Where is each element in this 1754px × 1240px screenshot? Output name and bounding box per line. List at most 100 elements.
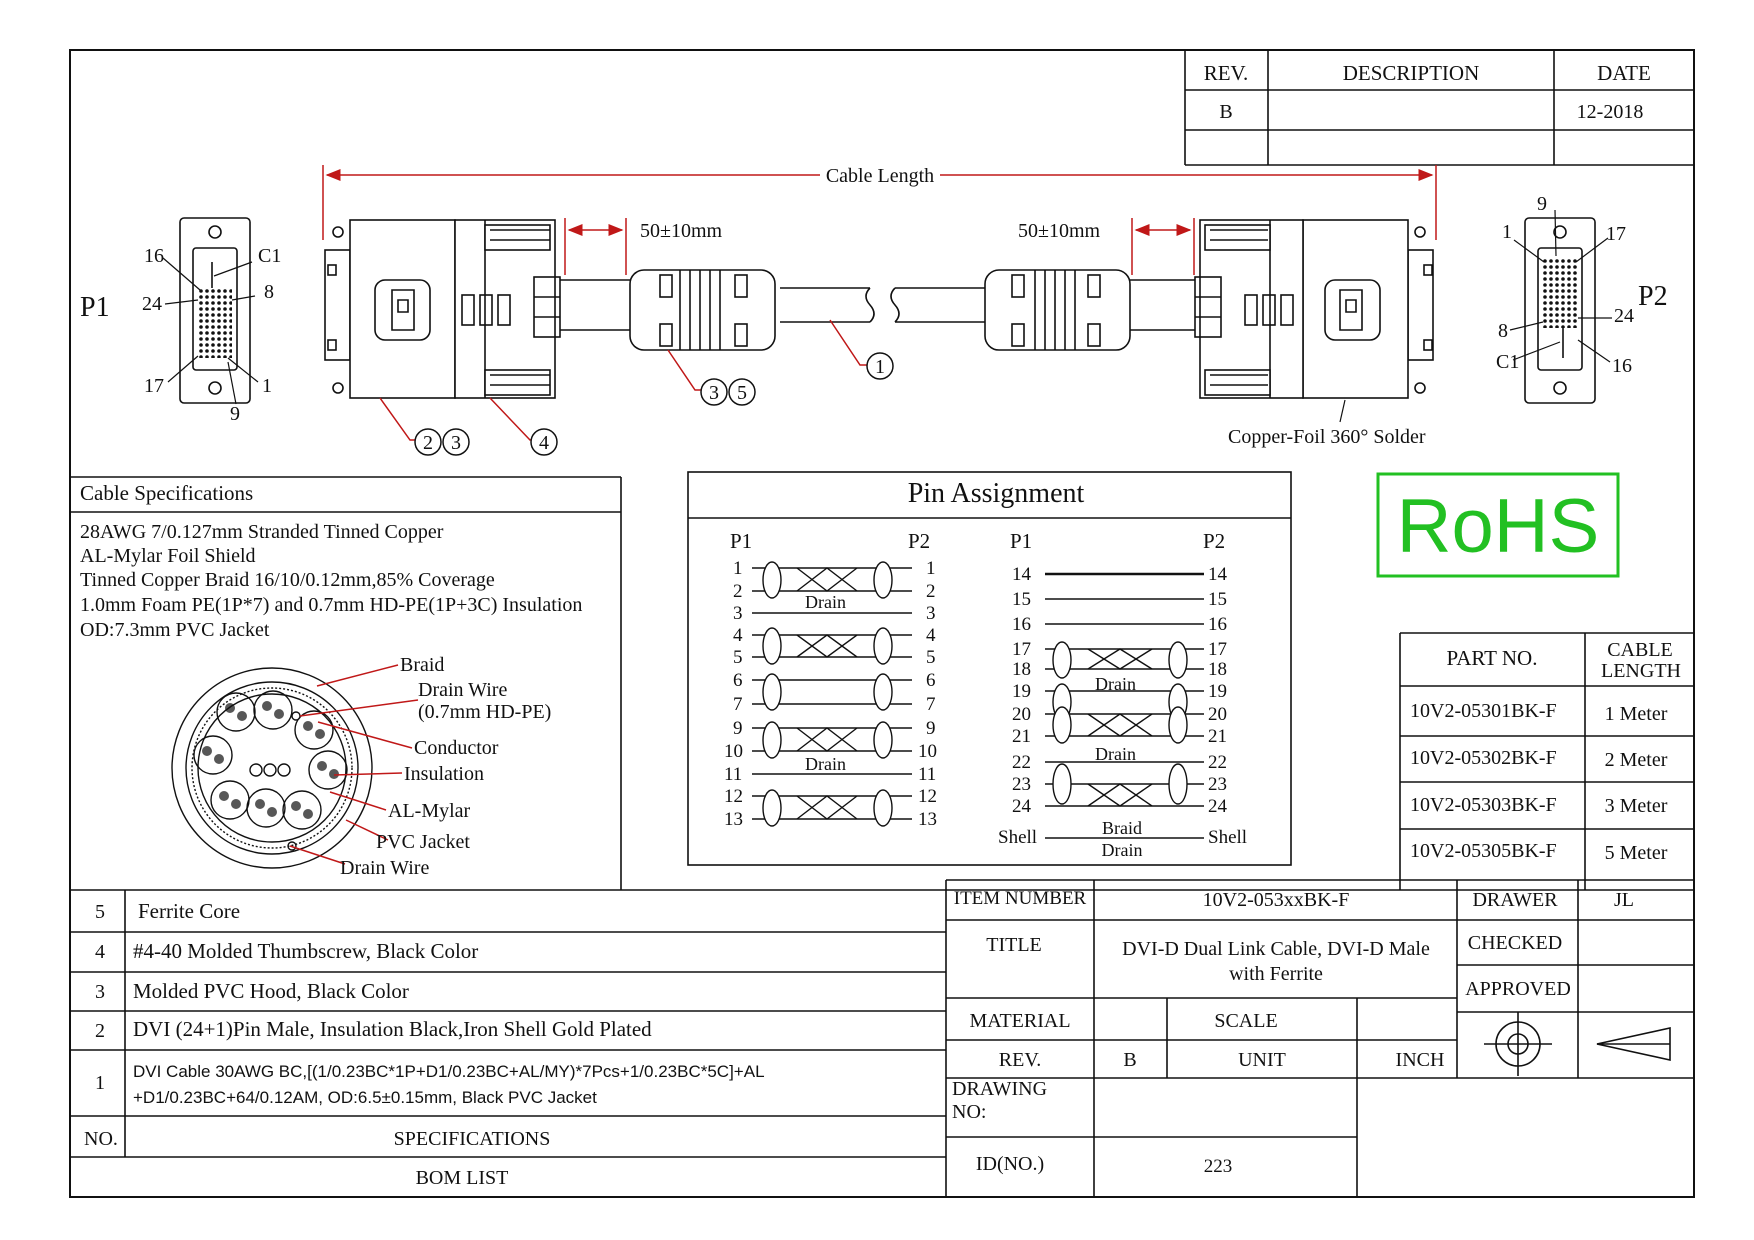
material-label: MATERIAL: [969, 1010, 1070, 1032]
bom-row-2-no: 2: [95, 1020, 105, 1042]
date-header: DATE: [1597, 61, 1651, 85]
pa-l-p1-pin-13: 13: [724, 809, 743, 830]
pa-shell-left: Shell: [998, 827, 1037, 848]
pa-l-p2-pin-13: 13: [918, 809, 937, 830]
pa-left-drain-2: Drain: [805, 754, 846, 774]
pa-r-p1-pin-24: 24: [1012, 796, 1032, 817]
bom-header-no: NO.: [84, 1128, 118, 1150]
pa-l-p2-pin-10: 10: [918, 741, 937, 762]
p1-pin-c1: C1: [258, 245, 281, 267]
pa-r-p1-pin-14: 14: [1012, 564, 1032, 585]
cable-spec-line-4: 1.0mm Foam PE(1P*7) and 0.7mm HD-PE(1P+3…: [80, 594, 582, 616]
p1-pin-17: 17: [144, 375, 164, 397]
pa-l-p2-pin-9: 9: [926, 718, 936, 739]
ferrite-core-left: [629, 269, 776, 351]
pa-left-p1: P1: [730, 529, 752, 553]
drawer-label: DRAWER: [1472, 889, 1558, 911]
rev-value: B: [1219, 101, 1232, 123]
projection-symbol-icon: [1484, 1012, 1671, 1076]
date-value: 12-2018: [1577, 101, 1644, 123]
bom-row-2-spec: DVI (24+1)Pin Male, Insulation Black,Iro…: [133, 1017, 652, 1041]
cable-cross-section-conductors: [202, 701, 339, 819]
pa-r-p2-pin-22: 22: [1208, 752, 1227, 773]
cable-cross-section: [171, 667, 373, 869]
cable-spec-line-3: Tinned Copper Braid 16/10/0.12mm,85% Cov…: [80, 569, 495, 591]
callout-4: 4: [539, 432, 549, 454]
bom-header-spec: SPECIFICATIONS: [394, 1128, 551, 1150]
pa-r-p2-pin-15: 15: [1208, 589, 1227, 610]
pa-l-p1-pin-11: 11: [724, 764, 742, 785]
bom-footer: BOM LIST: [416, 1167, 509, 1189]
bom-row-3-spec: Molded PVC Hood, Black Color: [133, 979, 409, 1003]
p1-pin-9: 9: [230, 403, 240, 425]
part-table-grid: [1399, 632, 1694, 890]
cable-spec-line-2: AL-Mylar Foil Shield: [80, 545, 256, 567]
approved-label: APPROVED: [1465, 978, 1571, 1000]
pa-l-p1-pin-6: 6: [733, 670, 743, 691]
bom-row-1-spec-line2: +D1/0.23BC+64/0.12AM, OD:6.5±0.15mm, Bla…: [133, 1088, 597, 1107]
p2-pin-8: 8: [1498, 320, 1508, 342]
p2-label: P2: [1638, 281, 1668, 312]
connector-p2-side-view: [1194, 219, 1434, 399]
pa-r-p1-pin-21: 21: [1012, 726, 1031, 747]
part-no-header: PART NO.: [1447, 646, 1538, 670]
pa-left-drain-1: Drain: [805, 592, 846, 612]
pa-r-p1-pin-16: 16: [1012, 614, 1031, 635]
bom-row-4-no: 4: [95, 941, 105, 963]
bom-row-5-spec: Ferrite Core: [138, 899, 240, 923]
pa-l-p2-pin-4: 4: [926, 625, 936, 646]
callout-1: 1: [875, 356, 885, 378]
item-number-value: 10V2-053xxBK-F: [1203, 889, 1350, 911]
pa-l-p2-pin-12: 12: [918, 786, 937, 807]
p2-pin-17: 17: [1606, 223, 1626, 245]
p1-label: P1: [80, 292, 110, 323]
part-row-2-length: 2 Meter: [1605, 749, 1668, 771]
xsec-label-pvc-jacket: PVC Jacket: [376, 831, 470, 853]
xsec-label-al-mylar: AL-Mylar: [388, 800, 471, 822]
pa-r-p2-pin-23: 23: [1208, 774, 1227, 795]
cable-spec-line-5: OD:7.3mm PVC Jacket: [80, 619, 270, 641]
pa-l-p1-pin-3: 3: [733, 603, 743, 624]
callout-3b: 3: [709, 382, 719, 404]
p2-pin-24: 24: [1614, 305, 1634, 327]
pa-right-p2: P2: [1203, 529, 1225, 553]
pa-shell-right: Shell: [1208, 827, 1247, 848]
pa-l-p1-pin-2: 2: [733, 581, 743, 602]
rev-value-tb: B: [1123, 1049, 1136, 1071]
part-row-2-part: 10V2-05302BK-F: [1410, 747, 1557, 769]
cross-section-leaders: [289, 664, 419, 865]
part-row-4-part: 10V2-05305BK-F: [1410, 840, 1557, 862]
connector-p2-pins: [1543, 258, 1577, 328]
connector-p1-pin-leaders: [162, 257, 259, 405]
ferrite-core-right: [984, 269, 1131, 351]
title-block-grid: [946, 879, 1694, 1197]
pa-l-p1-pin-7: 7: [733, 694, 743, 715]
pa-r-p2-pin-19: 19: [1208, 681, 1227, 702]
pa-r-p2-pin-14: 14: [1208, 564, 1228, 585]
pa-l-p2-pin-2: 2: [926, 581, 936, 602]
cable-spec-frame: [70, 476, 622, 890]
pa-l-p1-pin-1: 1: [733, 558, 743, 579]
xsec-label-drain-wire: Drain Wire: [418, 679, 507, 701]
pa-right-p1: P1: [1010, 529, 1032, 553]
pa-r-p1-pin-19: 19: [1012, 681, 1031, 702]
connector-p2-face: [1524, 217, 1596, 404]
scale-label: SCALE: [1214, 1010, 1277, 1032]
pa-r-p1-pin-15: 15: [1012, 589, 1031, 610]
pa-r-p1-pin-17: 17: [1012, 639, 1031, 660]
pa-l-p1-pin-10: 10: [724, 741, 743, 762]
pa-braid-drain-label: Drain: [1102, 840, 1143, 860]
description-header: DESCRIPTION: [1343, 61, 1480, 85]
cable-length-label: Cable Length: [826, 165, 934, 187]
connector-p2-pin-leaders: [1509, 209, 1612, 363]
drawing-no-label-2: NO:: [952, 1101, 986, 1123]
connector-p1-pins: [198, 288, 232, 358]
title-label: TITLE: [986, 934, 1042, 956]
pa-r-p2-pin-16: 16: [1208, 614, 1227, 635]
checked-label: CHECKED: [1468, 932, 1562, 954]
offset-label-right: 50±10mm: [1018, 220, 1101, 242]
p1-pin-1: 1: [262, 375, 272, 397]
p2-pin-16: 16: [1612, 355, 1632, 377]
pa-l-p2-pin-11: 11: [918, 764, 936, 785]
bom-row-1-spec-line1: DVI Cable 30AWG BC,[(1/0.23BC*1P+D1/0.23…: [133, 1062, 765, 1081]
